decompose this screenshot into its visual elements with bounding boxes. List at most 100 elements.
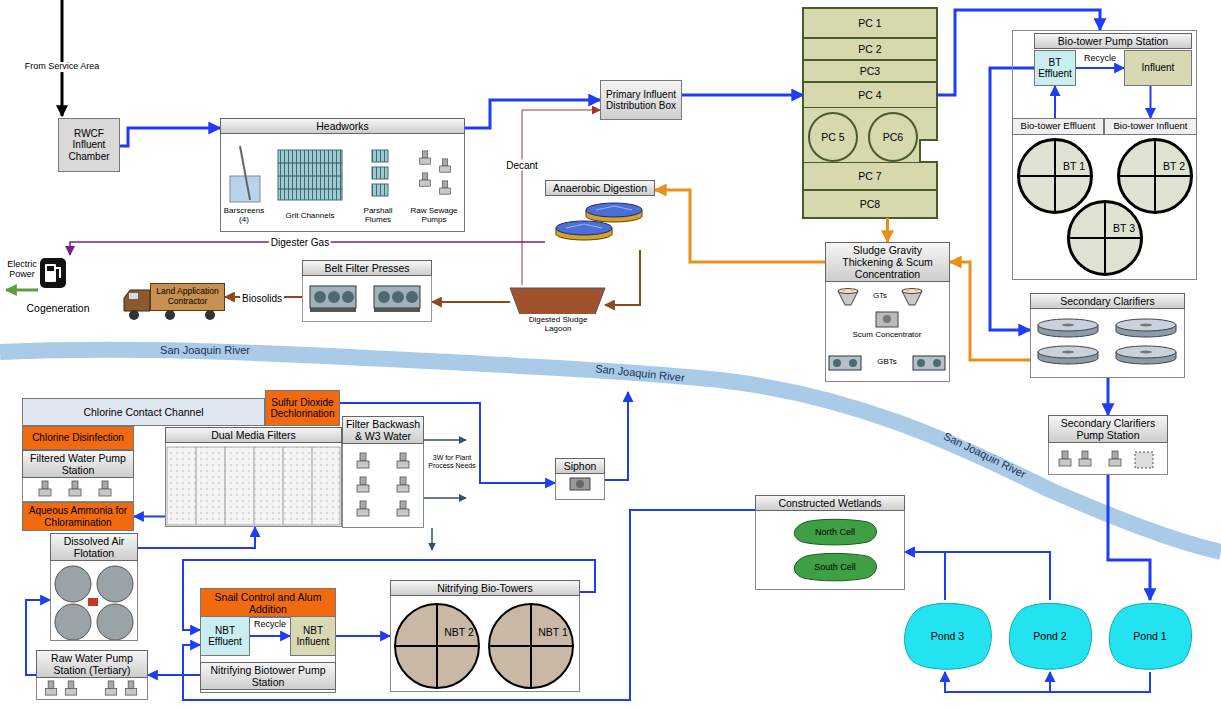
basin-shape: Pond 2 <box>1005 600 1095 672</box>
flow-line <box>886 218 889 242</box>
note-label: Electric Power <box>4 260 40 280</box>
flow-line <box>340 403 555 483</box>
flow-line <box>905 552 945 600</box>
process-box: Sulfur Dioxide Dechlorination <box>265 390 340 426</box>
node-label: Cogeneration <box>22 302 94 314</box>
node-label: NBT Effluent <box>201 625 249 648</box>
flow-line <box>1150 86 1152 118</box>
river-name: San Joaquin River <box>160 344 250 356</box>
process-box: Dual Media Filters <box>165 427 342 527</box>
river-name: San Joaquin River <box>942 430 1028 480</box>
flow-line <box>120 128 220 146</box>
node-label: Secondary Clarifiers Pump Station <box>1048 415 1168 443</box>
node-label: NBT Influent <box>291 625 335 648</box>
node-label: Chlorine Disinfection <box>30 432 126 444</box>
node-label: BT 1 <box>1059 160 1089 172</box>
flow-line <box>138 527 255 548</box>
digesters <box>556 203 642 240</box>
node-label: NBT 2 <box>441 626 477 638</box>
belt-presses <box>310 286 420 312</box>
flow-line <box>1107 378 1110 415</box>
process-box: Digested Sludge Lagoon <box>510 285 605 336</box>
flow-label: Digester Gas <box>269 237 331 248</box>
node-label: Influent <box>1140 62 1177 74</box>
river <box>0 350 1221 552</box>
process-box: PC8 <box>803 190 937 218</box>
node-label: North Cell <box>813 527 857 537</box>
node-label: PC 4 <box>856 89 883 101</box>
flow-label: Recycle <box>252 619 288 629</box>
node-label: Raw Water Pump Station (Tertiary) <box>36 650 148 678</box>
flow-line <box>522 110 600 285</box>
process-box: PC 7 <box>803 162 937 190</box>
node-label: Sludge Gravity Thickening & Scum Concent… <box>825 242 950 282</box>
node-label: Headworks <box>220 118 465 134</box>
note-label: 3W for Plant Process Needs <box>425 454 479 469</box>
node-label: Siphon <box>555 458 605 474</box>
process-box: Primary Influent Distribution Box <box>600 80 682 120</box>
process-box: Nitrifying Bio-TowersNBT 2 NBT 1 <box>390 580 580 692</box>
node-label: Filtered Water Pump Station <box>22 450 134 478</box>
tower-circle: PC 5 <box>808 112 858 162</box>
flow-line <box>945 672 1150 692</box>
node-label: Dissolved Air Flotation <box>50 533 138 561</box>
process-box: Filtered Water Pump Station <box>22 450 134 502</box>
node-label: Anaerobic Digestion <box>545 180 655 196</box>
node-label: PC 7 <box>856 170 883 182</box>
flow-line <box>465 100 600 128</box>
process-box: Raw Water Pump Station (Tertiary) <box>36 650 148 700</box>
basin-shape: Pond 3 <box>900 600 995 672</box>
daf-tanks <box>55 566 133 640</box>
flow-line <box>134 516 165 518</box>
process-box: PC 1 <box>803 8 937 38</box>
sub-label: Parshall Flumes <box>356 207 400 225</box>
flow-line <box>950 262 1030 360</box>
sub-label: GBTs <box>869 358 905 367</box>
node-label: Bio-tower Effluent <box>1019 121 1098 132</box>
process-box: Sludge Gravity Thickening & Scum Concent… <box>825 242 950 382</box>
node-label: Aqueous Ammonia for Chloramination <box>23 505 133 528</box>
node-label: NBT 1 <box>535 626 571 638</box>
sub-label: Grit Channels <box>278 212 342 221</box>
tower-circle: PC6 <box>868 112 918 162</box>
node-label: BT 3 <box>1109 222 1139 234</box>
process-box: Aqueous Ammonia for Chloramination <box>22 502 134 531</box>
node-label: Pond 1 <box>1131 630 1168 642</box>
sub-label: Barscreens (4) <box>222 207 266 225</box>
flow-line <box>148 674 200 676</box>
node-label: Bio-tower Influent <box>1112 121 1190 132</box>
node-label: Nitrifying Bio-Towers <box>390 580 580 596</box>
node-label: Secondary Clarifiers <box>1030 293 1185 309</box>
process-box: Belt Filter Presses <box>302 260 432 322</box>
process-box: PC 2 <box>803 38 937 60</box>
flow-line <box>1076 67 1124 69</box>
tower-circle: BT 1 <box>1017 138 1093 214</box>
flow-line <box>655 190 825 262</box>
process-box: NBT Effluent <box>200 616 250 656</box>
flow-label: Recycle <box>1082 53 1118 63</box>
note-label: From Service Area <box>23 62 102 72</box>
primary-clarifier-block <box>803 8 937 218</box>
process-box: Chlorine Contact Channel <box>22 398 265 426</box>
basin-shape: Pond 1 <box>1105 600 1195 672</box>
clarifier-drums <box>1038 319 1176 364</box>
filter-media <box>167 447 340 525</box>
node-label: Bio-tower Pump Station <box>1034 33 1192 49</box>
node-label: PC 5 <box>819 131 846 143</box>
node-label: Dual Media Filters <box>165 427 342 443</box>
process-box: Constructed WetlandsNorth CellSouth Cell <box>755 495 905 590</box>
process-box: Bio-tower Effluent <box>1012 118 1104 135</box>
process-box: Filter Backwash & W3 Water <box>342 416 424 528</box>
flow-line <box>1054 86 1056 118</box>
tower-circle: BT 2 <box>1117 138 1193 214</box>
flow-label: Decant <box>504 160 540 171</box>
sub-label: Raw Sewage Pumps <box>406 207 462 225</box>
node-label: Belt Filter Presses <box>302 260 432 276</box>
process-box: HeadworksBarscreens (4) Grit Channels Pars… <box>220 118 465 232</box>
node-label: Pond 3 <box>929 630 966 642</box>
siphon-icon <box>570 392 628 490</box>
process-box: PC3 <box>803 60 937 82</box>
flow-line <box>937 10 1100 95</box>
process-box: Land Application Contractor <box>150 283 225 311</box>
tower-circle: NBT 2 <box>394 603 480 689</box>
